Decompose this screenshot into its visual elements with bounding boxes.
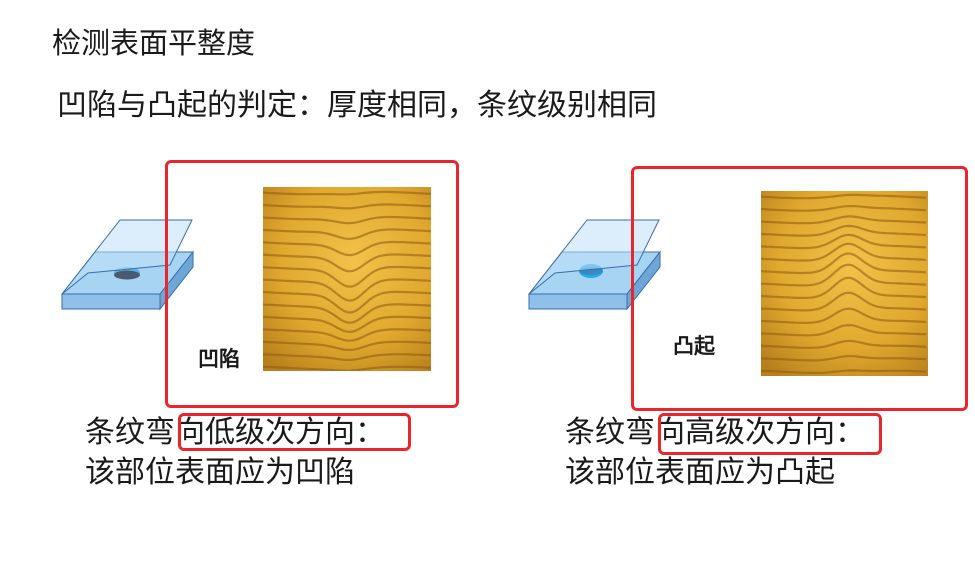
bump-fringe-pattern [761,191,928,376]
bottom-glass-front-face [61,293,161,310]
depression-label: 凹陷 [198,346,240,371]
fringe-line [263,340,431,351]
fringe-line [761,291,927,312]
bottom-glass-side-face [159,250,194,311]
depression-description: 条纹弯向低级次方向： 该部位表面应为凹陷 [85,413,385,493]
fringe-line [761,354,927,362]
bump-label: 凸起 [673,333,715,358]
bottom-glass-side-face [626,250,661,311]
fringe-line [263,365,431,371]
depression-fringe-pattern [263,187,431,371]
top-glass-plate [61,219,193,295]
fringe-line [263,328,431,342]
fringe-line [263,290,431,314]
fringe-line [263,253,431,273]
bump-desc-highlight: 向高级次方向： [655,415,865,450]
bump-description: 条纹弯向高级次方向： 该部位表面应为凸起 [565,413,865,493]
depression-desc-highlight-box [178,413,411,451]
fringe-line [761,215,927,225]
fringe-line [761,242,927,262]
fringe-line [263,303,431,324]
fringe-line [761,323,927,337]
fringe-line [761,276,927,299]
fringe-line [761,224,927,237]
fringe-line [761,193,927,200]
bump-desc-line1: 条纹弯向高级次方向： [565,413,865,453]
fringe-line [263,203,431,210]
fringe-line [263,240,431,257]
fringe-line [761,307,927,325]
glass-wedge-depression-illustration [60,219,195,311]
top-glass-plate [528,219,660,295]
fringe-line [761,233,927,250]
bump-diagram [527,215,667,315]
page-subtitle: 凹陷与凸起的判定：厚度相同，条纹级别相同 [57,88,657,123]
depression-desc-prefix: 条纹弯 [85,415,175,450]
fringe-line [761,205,927,212]
depression-fringe-image [263,187,431,371]
bump-desc-line2: 该部位表面应为凸起 [565,455,835,490]
depression-highlight-box [165,160,459,408]
fringe-line [263,315,431,334]
depression-desc-highlight: 向低级次方向： [175,415,385,450]
depression-desc-line2: 该部位表面应为凹陷 [85,455,355,490]
depression-desc-line1: 条纹弯向低级次方向： [85,413,385,453]
fringe-line [761,339,927,350]
fringe-line [263,215,431,225]
depression-diagram [60,215,200,315]
fringe-line [263,353,431,361]
fringe-line [761,263,927,287]
fringe-line [263,278,431,302]
bump-desc-prefix: 条纹弯 [565,415,655,450]
fringe-line [263,190,431,196]
page-title: 检测表面平整度 [52,26,256,60]
bump-fringe-image [761,191,928,376]
bottom-glass-front-face [528,293,628,310]
bump-highlight-box [631,166,968,411]
fringe-line [263,228,431,240]
fringe-line [263,265,431,288]
bump-desc-highlight-box [658,413,882,455]
depression-spot [114,270,140,280]
glass-wedge-bump-illustration [527,219,662,311]
fringe-line [761,252,927,275]
fringe-line [761,369,927,375]
